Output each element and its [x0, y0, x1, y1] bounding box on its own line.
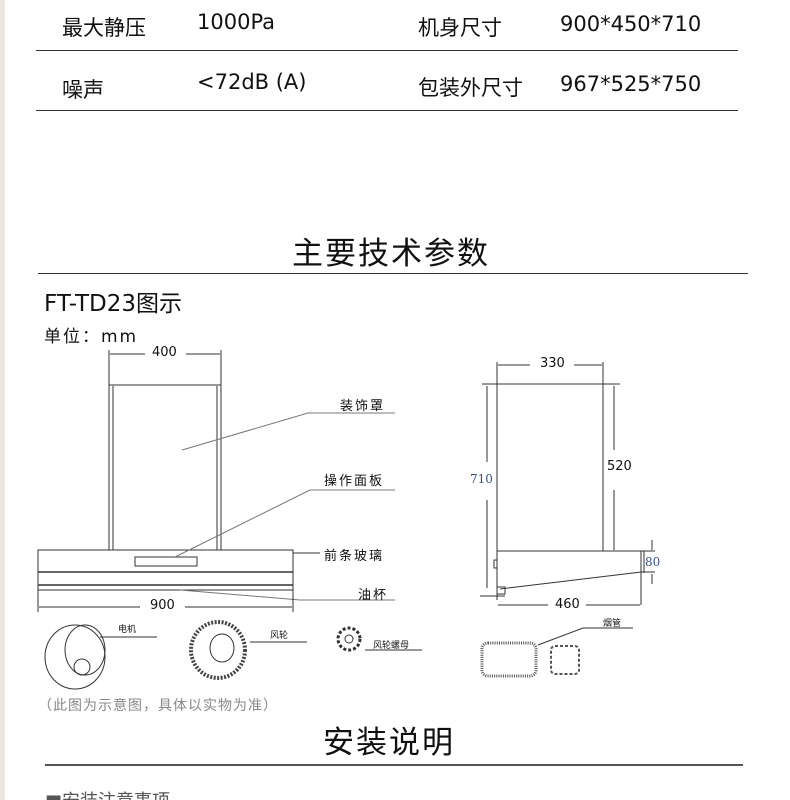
side-view — [480, 362, 655, 606]
motor-icon — [44, 624, 157, 690]
section-title: 主要技术参数 — [292, 236, 490, 272]
spec-label: 机身尺寸 — [418, 16, 502, 40]
spec-label: 最大静压 — [62, 16, 146, 40]
divider — [36, 50, 738, 51]
divider — [45, 764, 743, 766]
fan-nut-icon — [336, 626, 422, 652]
spec-value: 967*525*750 — [560, 72, 702, 96]
left-edge — [0, 0, 5, 800]
spec-label: 噪声 — [62, 78, 104, 102]
dim-330: 330 — [540, 356, 565, 371]
chimney-pipe-icon — [480, 627, 633, 678]
install-subtitle: ■安装注意事项 — [45, 787, 170, 800]
part-fan-label: 风轮 — [270, 631, 289, 641]
dim-460: 460 — [555, 597, 580, 612]
dim-900: 900 — [150, 598, 175, 613]
part-nut-label: 风轮螺母 — [373, 641, 410, 651]
part-pipe-label: 烟管 — [603, 619, 622, 629]
label-oil-cup: 油杯 — [358, 588, 389, 603]
dim-520: 520 — [607, 459, 632, 474]
fan-wheel-icon — [189, 620, 307, 680]
spec-value: <72dB (A) — [197, 70, 307, 94]
part-motor-label: 电机 — [118, 625, 137, 635]
dim-710: 710 — [470, 472, 493, 486]
label-decorative-cover: 装饰罩 — [340, 399, 386, 414]
divider — [36, 110, 738, 111]
spec-value: 900*450*710 — [560, 12, 702, 36]
front-view — [37, 350, 395, 612]
diagram-note: （此图为示意图，具体以实物为准） — [38, 698, 278, 714]
label-front-glass: 前条玻璃 — [324, 549, 385, 564]
model-title: FT-TD23图示 — [44, 291, 182, 317]
spec-value: 1000Pa — [197, 10, 276, 34]
unit-label: 单位：mm — [44, 327, 139, 347]
label-control-panel: 操作面板 — [324, 474, 385, 489]
spec-label: 包装外尺寸 — [418, 76, 523, 100]
divider — [38, 273, 748, 274]
install-title: 安装说明 — [323, 725, 455, 761]
dim-400: 400 — [152, 345, 177, 360]
dim-80: 80 — [645, 555, 661, 569]
